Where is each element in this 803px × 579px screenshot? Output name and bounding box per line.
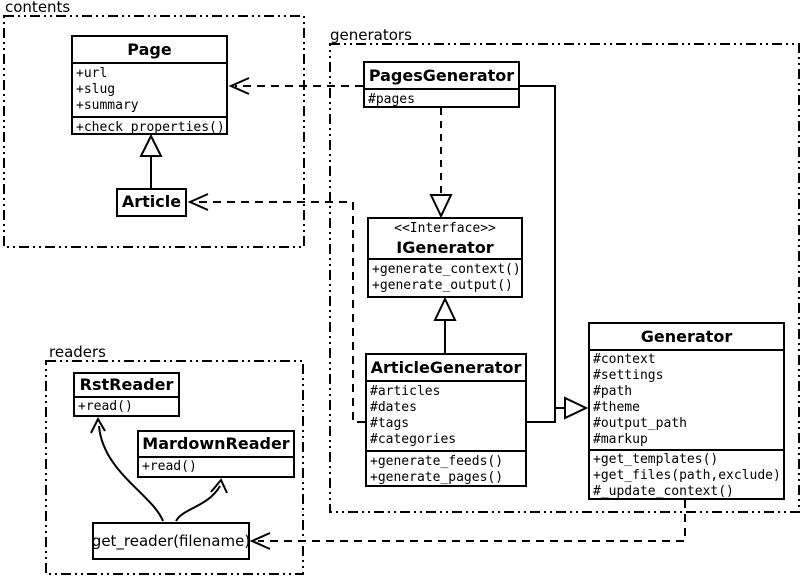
- attribute: #context: [593, 352, 656, 367]
- class-rstreader: RstReader +read(): [73, 372, 180, 417]
- inheritance-generators-to-generator: [520, 85, 589, 423]
- attribute: #categories: [370, 432, 457, 447]
- attribute: #markup: [593, 432, 648, 447]
- class-rstreader-title: RstReader: [79, 375, 174, 394]
- interface-igenerator-methods: +generate_context() +generate_output(): [369, 258, 521, 296]
- attribute: #settings: [593, 368, 664, 383]
- package-label-readers: readers: [49, 343, 106, 361]
- class-generator-methods: +get_templates() +get_files(path,exclude…: [590, 449, 783, 499]
- class-page-methods: +check_properties(): [73, 116, 226, 135]
- class-pagesgenerator: PagesGenerator #pages: [363, 61, 520, 108]
- package-generators-border: [329, 43, 800, 513]
- function-getreader: get_reader(filename): [92, 522, 250, 560]
- class-rstreader-methods: +read(): [75, 396, 178, 415]
- interface-igenerator: <<Interface>> IGenerator +generate_conte…: [367, 217, 523, 298]
- class-generator-attributes: #context #settings #path #theme #output_…: [590, 349, 783, 449]
- class-generator-title: Generator: [640, 327, 733, 346]
- package-label-generators: generators: [330, 26, 412, 44]
- dependency-pagesgenerator-to-page: [228, 77, 363, 95]
- package-label-contents: contents: [5, 0, 71, 16]
- method: +generate_context(): [372, 262, 521, 277]
- attribute: #output_path: [593, 416, 687, 431]
- class-markdownreader-title: MardownReader: [142, 434, 290, 453]
- interface-igenerator-title: IGenerator: [396, 238, 494, 257]
- dependency-articlegenerator-to-article: [187, 193, 365, 423]
- realization-pagesgenerator-to-igenerator: [429, 108, 453, 219]
- class-articlegenerator: ArticleGenerator #articles #dates #tags …: [365, 353, 527, 487]
- attribute: #theme: [593, 400, 640, 415]
- attribute: #pages: [368, 92, 415, 107]
- class-articlegenerator-attributes: #articles #dates #tags #categories: [367, 380, 525, 450]
- method: +check_properties(): [76, 120, 225, 135]
- class-pagesgenerator-attributes: #pages: [365, 88, 518, 107]
- class-markdownreader-methods: +read(): [139, 456, 293, 476]
- class-articlegenerator-title: ArticleGenerator: [370, 358, 522, 377]
- method: +get_files(path,exclude): [593, 468, 781, 483]
- method: +read(): [142, 459, 197, 474]
- attribute: #path: [593, 384, 633, 399]
- method: +generate_pages(): [370, 470, 504, 485]
- dependency-generator-to-getreader: [249, 500, 686, 550]
- method: +generate_feeds(): [370, 454, 504, 469]
- call-getreader-to-rstreader: [90, 416, 164, 522]
- class-article-title: Article: [121, 192, 182, 211]
- inheritance-articlegenerator-to-igenerator: [433, 296, 457, 353]
- package-contents-border: [3, 15, 305, 248]
- class-page: Page +url +slug +summary +check_properti…: [71, 35, 228, 135]
- class-page-title: Page: [127, 40, 172, 59]
- method: +generate_output(): [372, 278, 513, 293]
- call-getreader-to-markdownreader: [175, 478, 228, 522]
- method: +read(): [78, 399, 133, 414]
- attribute: +summary: [76, 98, 139, 113]
- method: #_update_context(): [593, 484, 734, 499]
- class-pagesgenerator-title: PagesGenerator: [368, 66, 515, 85]
- function-getreader-label: get_reader(filename): [91, 532, 251, 550]
- class-markdownreader: MardownReader +read(): [137, 430, 295, 478]
- inheritance-article-to-page: [139, 133, 163, 188]
- class-articlegenerator-methods: +generate_feeds() +generate_pages(): [367, 450, 525, 485]
- attribute: +slug: [76, 82, 116, 97]
- interface-stereotype: <<Interface>>: [394, 221, 496, 236]
- package-readers-border: [45, 360, 304, 575]
- class-generator: Generator #context #settings #path #them…: [588, 322, 785, 500]
- method: +get_templates(): [593, 452, 719, 467]
- class-page-attributes: +url +slug +summary: [73, 62, 226, 116]
- class-article: Article: [116, 188, 187, 217]
- attribute: #articles: [370, 384, 441, 399]
- attribute: #tags: [370, 416, 410, 431]
- attribute: #dates: [370, 400, 417, 415]
- attribute: +url: [76, 66, 108, 81]
